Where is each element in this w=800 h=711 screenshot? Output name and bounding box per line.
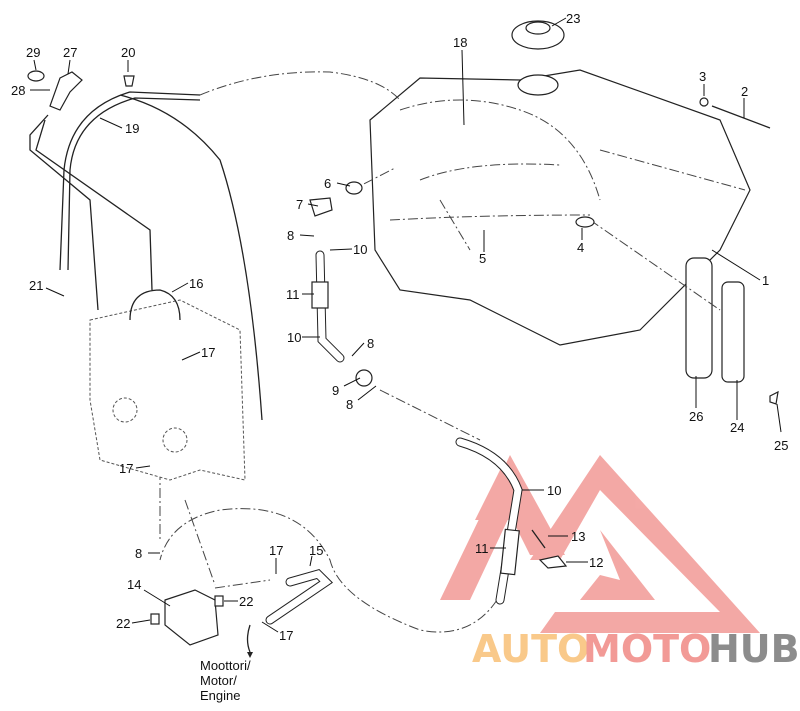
engine-label-sv: Motor/ (200, 673, 237, 688)
nut (699, 97, 709, 107)
callout-8: 8 (287, 228, 294, 243)
strap-bracket (685, 257, 713, 379)
callout-3: 3 (699, 69, 706, 84)
callout-17d: 17 (279, 628, 293, 643)
callout-11b: 11 (475, 541, 489, 556)
callout-8d: 8 (135, 546, 142, 561)
bolt (711, 105, 771, 129)
elbow-fitting (309, 197, 333, 217)
callout-19: 19 (125, 121, 139, 136)
callout-22a: 22 (239, 594, 253, 609)
bolt-22a (150, 613, 160, 625)
callout-8b: 8 (367, 336, 374, 351)
tag (769, 390, 779, 405)
callout-10b: 10 (287, 330, 301, 345)
callout-16: 16 (189, 276, 203, 291)
callout-9: 9 (332, 383, 339, 398)
fuel-cap (511, 20, 565, 50)
callout-4: 4 (577, 240, 584, 255)
engine-label-fi: Moottori/ (200, 658, 251, 673)
callout-29: 29 (26, 45, 40, 60)
engine-label-en: Engine (200, 688, 240, 703)
callout-10c: 10 (547, 483, 561, 498)
fuel-filter (355, 369, 373, 387)
watermark-hub: HUB (708, 627, 800, 671)
fuel-tank (369, 69, 751, 346)
callout-10: 10 (353, 242, 367, 257)
callout-22b: 22 (116, 616, 130, 631)
vent-valve (49, 71, 83, 111)
callout-7: 7 (296, 197, 303, 212)
callout-24: 24 (730, 420, 744, 435)
clip (123, 75, 135, 87)
clamp (538, 555, 568, 569)
callout-5: 5 (479, 251, 486, 266)
fitting (575, 216, 595, 228)
screw (531, 529, 546, 549)
callout-26: 26 (689, 409, 703, 424)
callout-13: 13 (571, 529, 585, 544)
callout-27: 27 (63, 45, 77, 60)
watermark-auto: AUTO (472, 627, 589, 671)
callout-21: 21 (29, 278, 43, 293)
washer (27, 70, 45, 82)
callout-1: 1 (762, 273, 769, 288)
callout-12: 12 (589, 555, 603, 570)
rubber-pad (721, 281, 745, 383)
grommet (345, 181, 363, 195)
callout-6: 6 (324, 176, 331, 191)
callout-labels: 23 18 3 2 6 7 8 10 4 5 1 11 10 8 9 8 26 … (11, 11, 788, 703)
leader-lines (30, 17, 782, 633)
callout-2: 2 (741, 84, 748, 99)
callout-20: 20 (121, 45, 135, 60)
watermark-moto: MOTO (583, 627, 711, 671)
callout-15: 15 (309, 543, 323, 558)
fuel-pump (164, 589, 219, 646)
callout-17a: 17 (201, 345, 215, 360)
callout-17c: 17 (269, 543, 283, 558)
callout-18: 18 (453, 35, 467, 50)
callout-25: 25 (774, 438, 788, 453)
callout-23: 23 (566, 11, 580, 26)
callout-17b: 17 (119, 461, 133, 476)
protective-sleeve-lower (500, 528, 520, 576)
callout-28: 28 (11, 83, 25, 98)
watermark-logo (440, 455, 760, 633)
callout-14: 14 (127, 577, 141, 592)
engine-carburetors (89, 289, 246, 481)
protective-sleeve (311, 281, 329, 309)
callout-8c: 8 (346, 397, 353, 412)
arrow-icon (247, 652, 253, 658)
bolt-22b (214, 595, 224, 607)
callout-11: 11 (286, 287, 300, 302)
